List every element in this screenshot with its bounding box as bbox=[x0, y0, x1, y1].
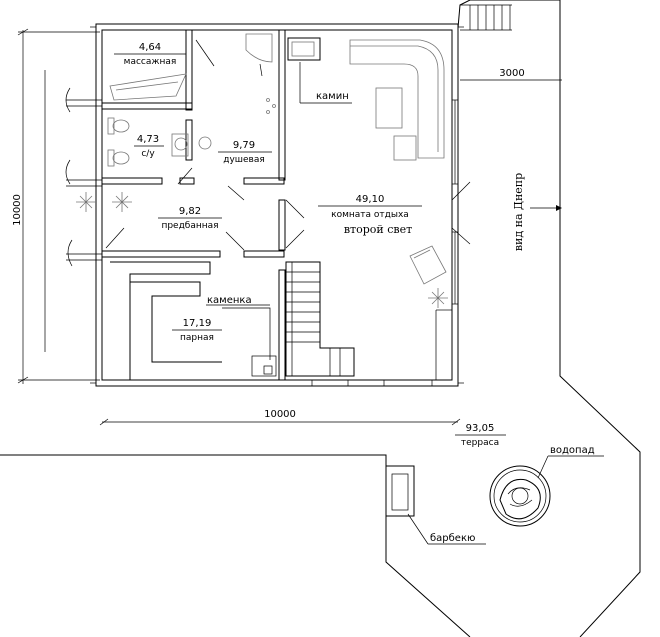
dimension-left bbox=[17, 28, 100, 384]
lounge-sofa bbox=[349, 39, 445, 161]
fireplace bbox=[287, 37, 321, 61]
sauna-name: парная bbox=[180, 333, 214, 343]
anteroom-area: 9,82 bbox=[179, 206, 201, 217]
dimension-width: 10000 bbox=[264, 409, 296, 420]
wc-area: 4,73 bbox=[137, 134, 159, 145]
lounge-name: комната отдыха bbox=[331, 210, 409, 220]
right-windows bbox=[451, 99, 459, 305]
shower-area: 9,79 bbox=[233, 140, 255, 151]
second-light-label: второй свет bbox=[344, 223, 412, 236]
doors bbox=[105, 39, 471, 251]
terrace-name: терраса bbox=[461, 438, 499, 448]
sauna-area: 17,19 bbox=[183, 318, 212, 329]
sauna-benches bbox=[110, 261, 277, 380]
bbq-grill bbox=[385, 465, 415, 517]
shower-name: душевая bbox=[223, 155, 265, 165]
bbq-label: барбекю bbox=[430, 533, 475, 544]
plant-icons bbox=[76, 192, 448, 308]
bbq-leader bbox=[407, 513, 429, 545]
room-lounge: 49,10 комната отдыха второй свет bbox=[318, 194, 422, 236]
room-wc: 4,73 с/у bbox=[134, 134, 164, 159]
anteroom-name: предбанная bbox=[161, 221, 218, 231]
massage-name: массажная bbox=[124, 57, 177, 67]
dimension-bottom bbox=[99, 418, 461, 426]
waterfall-pond bbox=[489, 465, 551, 527]
stove-label: каменка bbox=[207, 295, 252, 306]
dimension-height: 10000 bbox=[12, 194, 23, 226]
armchair bbox=[409, 245, 447, 285]
waterfall-leader bbox=[537, 455, 549, 479]
wc-fixtures bbox=[107, 117, 212, 167]
view-arrow-icon bbox=[530, 205, 562, 211]
massage-area: 4,64 bbox=[139, 42, 161, 53]
waterfall-label: водопад bbox=[550, 445, 595, 456]
room-massage: 4,64 массажная bbox=[114, 42, 186, 67]
room-terrace: 93,05 терраса bbox=[455, 423, 506, 448]
terrace-outline-upper bbox=[457, 0, 641, 637]
massage-table bbox=[109, 73, 187, 101]
house-walls bbox=[66, 23, 464, 387]
terrace-area: 93,05 bbox=[466, 423, 495, 434]
staircase bbox=[285, 261, 355, 377]
fireplace-label: камин bbox=[316, 91, 349, 102]
left-windows bbox=[65, 87, 73, 267]
wc-name: с/у bbox=[141, 149, 155, 159]
room-anteroom: 9,82 предбанная bbox=[158, 206, 222, 231]
shower-unit bbox=[245, 33, 276, 114]
terrace-outline-lower bbox=[0, 454, 471, 637]
lounge-area: 49,10 bbox=[356, 194, 385, 205]
view-label: вид на Днепр bbox=[512, 173, 525, 251]
dimension-offset: 3000 bbox=[499, 68, 524, 79]
room-shower: 9,79 душевая bbox=[218, 140, 272, 165]
lounge-details bbox=[311, 309, 452, 387]
room-sauna: 17,19 парная bbox=[172, 318, 222, 343]
